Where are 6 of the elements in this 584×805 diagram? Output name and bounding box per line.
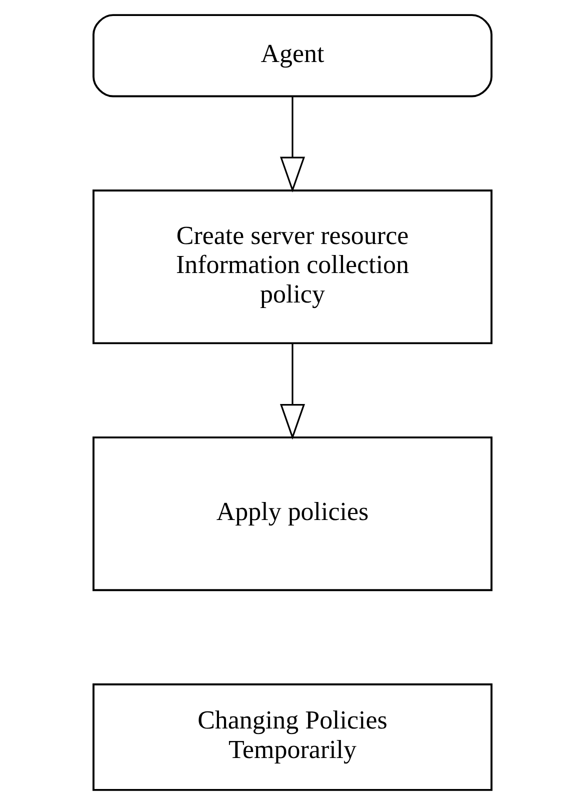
arrow — [279, 344, 305, 440]
node-box: Agent — [92, 14, 492, 98]
node-box: Changing Policies Temporarily — [92, 683, 492, 791]
arrow — [279, 96, 305, 193]
node-box: Apply policies — [92, 436, 492, 592]
node-box: Create server resource Information collection policy — [92, 190, 492, 344]
